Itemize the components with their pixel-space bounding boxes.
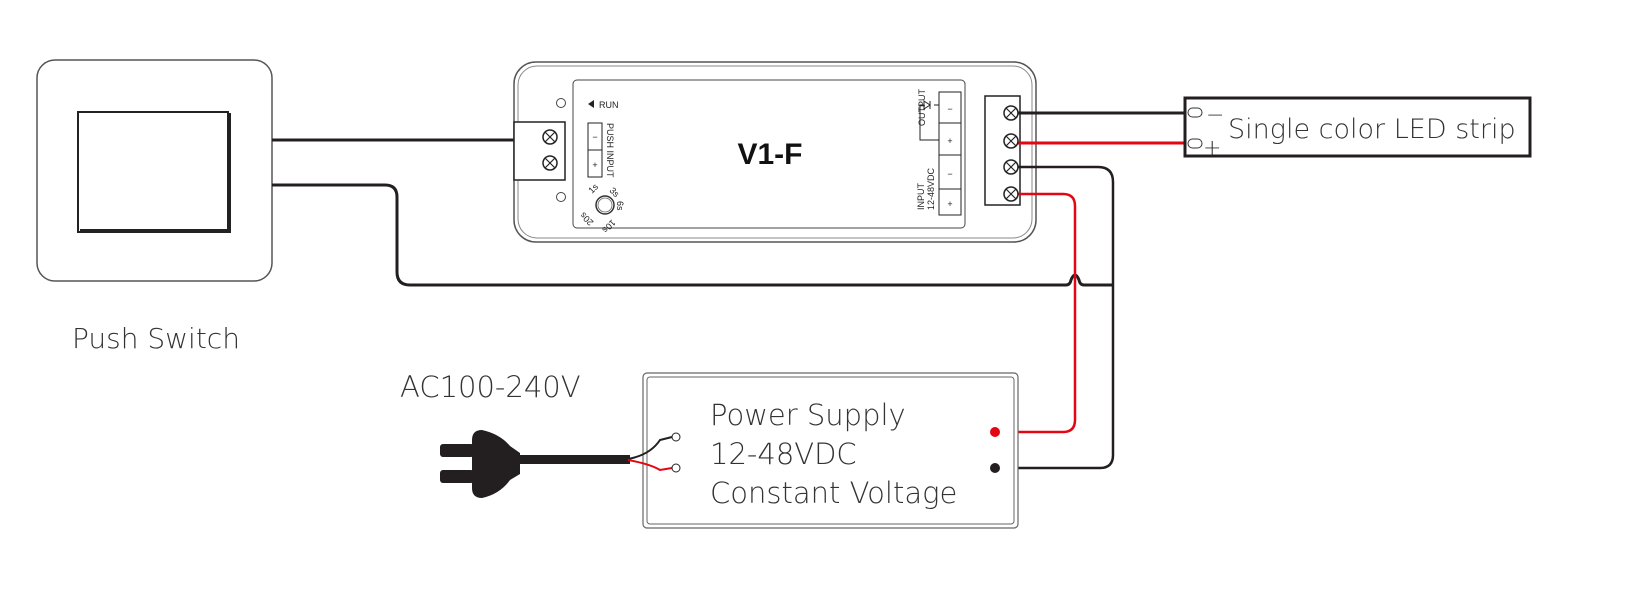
push-switch-label: Push Switch xyxy=(72,322,240,355)
output-label: OUTPUT xyxy=(917,89,927,127)
mains-label: AC100-240V xyxy=(400,370,581,404)
screw-icon xyxy=(1003,186,1019,202)
run-led-arrow-icon xyxy=(588,100,594,108)
screw-icon xyxy=(542,155,558,171)
switch-wire-2 xyxy=(272,183,1113,287)
psu-line1: Power Supply xyxy=(710,398,906,432)
psu-negative-wire xyxy=(995,165,1115,470)
screw-icon xyxy=(1003,159,1019,175)
psu-line3: Constant Voltage xyxy=(710,476,957,510)
dial-label: 6s xyxy=(615,201,625,211)
led-plus-label: + xyxy=(1203,136,1221,161)
psu-negative-terminal xyxy=(990,463,1000,473)
run-label: RUN xyxy=(599,100,619,110)
out-minus: − xyxy=(947,104,952,114)
mount-hole-icon xyxy=(556,192,566,202)
led-minus-label: − xyxy=(1206,103,1224,128)
screw-icon xyxy=(1003,105,1019,121)
push-plus: + xyxy=(592,160,597,170)
plug-icon xyxy=(440,430,681,498)
screw-icon xyxy=(1003,133,1019,149)
psu-positive-wire xyxy=(995,192,1077,434)
in-minus: − xyxy=(947,169,952,179)
power-supply: Power Supply 12-48VDC Constant Voltage xyxy=(642,372,1019,529)
screw-icon xyxy=(542,129,558,145)
psu-positive-terminal xyxy=(990,427,1000,437)
out-plus: + xyxy=(947,136,952,146)
input-voltage-label: 12-48VDC xyxy=(926,167,936,210)
psu-line2: 12-48VDC xyxy=(710,437,857,471)
input-label: INPUT xyxy=(916,182,926,210)
controller-v1f: RUN − + PUSH INPUT 1s 3s 6s 10s 20s V1-F… xyxy=(513,61,1037,243)
push-input-label: PUSH INPUT xyxy=(605,123,615,178)
mount-hole-icon xyxy=(556,98,566,108)
led-strip-label: Single color LED strip xyxy=(1228,114,1516,145)
push-minus: − xyxy=(592,132,597,142)
in-plus: + xyxy=(947,199,952,209)
push-switch xyxy=(36,59,273,282)
led-symbol-icon xyxy=(919,100,939,141)
led-strip: − + Single color LED strip xyxy=(1183,96,1532,161)
model-label: V1-F xyxy=(737,138,802,171)
